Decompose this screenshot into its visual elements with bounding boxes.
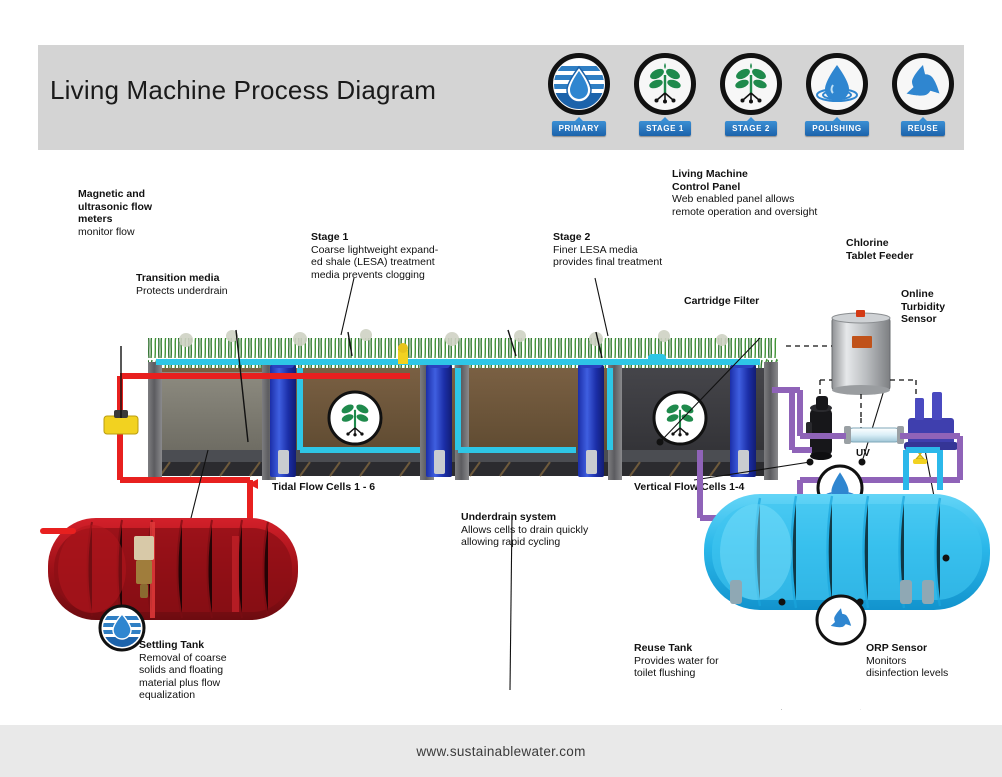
reuse-tank[interactable] bbox=[704, 447, 990, 610]
vertical-cells-label: Vertical Flow Cells 1-4 bbox=[634, 481, 744, 493]
header-band: Living Machine Process Diagram bbox=[38, 45, 964, 150]
stage-badge-label: REUSE bbox=[900, 117, 946, 136]
annotation-underdrain: Underdrain system Allows cells to drain … bbox=[461, 511, 641, 549]
footer-bar: www.sustainablewater.com bbox=[0, 725, 1002, 777]
tidal-cells-label: Tidal Flow Cells 1 - 6 bbox=[272, 481, 375, 493]
stage-badge-primary[interactable]: PRIMARY bbox=[548, 53, 610, 136]
water-drop-stripes-icon bbox=[548, 53, 610, 115]
chlorine-tablet-feeder[interactable] bbox=[904, 392, 958, 450]
tank-inlet-stub bbox=[40, 528, 76, 534]
stage-badge-label: PRIMARY bbox=[551, 117, 607, 136]
annotation-title: Stage 2 bbox=[553, 231, 591, 243]
annotation-title: Reuse Tank bbox=[634, 642, 693, 654]
stage-badge-stage1[interactable]: STAGE 1 bbox=[634, 53, 696, 136]
green-plant-icon bbox=[720, 53, 782, 115]
annotation-desc: Protects underdrain bbox=[136, 284, 228, 297]
settling-tank-badge bbox=[98, 604, 146, 652]
uv-label: UV bbox=[856, 448, 870, 459]
panel-indicator-light bbox=[856, 310, 865, 317]
reuse-tank-badge bbox=[815, 594, 867, 646]
leader-endpoint-dots bbox=[656, 438, 950, 606]
stage-badge-label: STAGE 2 bbox=[725, 117, 777, 136]
settling-tank-filter-element bbox=[134, 536, 154, 598]
control-panel-cabinet[interactable] bbox=[831, 310, 891, 395]
tank-vent-piping bbox=[903, 447, 943, 490]
annotation-title: Cartridge Filter bbox=[684, 295, 760, 307]
water-drop-ripple-icon bbox=[806, 53, 868, 115]
stage-badge-reuse[interactable]: REUSE bbox=[892, 53, 954, 136]
sensor-probe-lines bbox=[120, 329, 603, 443]
annotation-title: Stage 1 bbox=[311, 231, 349, 243]
process-stage-badges: PRIMARY bbox=[548, 53, 954, 136]
annotation-cartridge-filter: Cartridge Filter bbox=[684, 295, 814, 308]
annotation-transition-media: Transition media Protects underdrain bbox=[136, 272, 286, 297]
uv-disinfection-unit[interactable] bbox=[844, 426, 904, 444]
air-valve-icon bbox=[398, 350, 408, 364]
settling-tank[interactable] bbox=[40, 518, 298, 620]
lesa-media-stage1 bbox=[160, 372, 270, 454]
panel-display bbox=[852, 336, 872, 348]
annotation-desc: monitor flow bbox=[78, 225, 135, 238]
flow-meter-device[interactable] bbox=[103, 410, 139, 435]
recycle-drops-icon bbox=[892, 53, 954, 115]
green-plant-icon bbox=[634, 53, 696, 115]
annotation-desc: Coarse lightweight expand-ed shale (LESA… bbox=[311, 243, 439, 281]
annotation-title: Underdrain system bbox=[461, 511, 557, 523]
footer-url: www.sustainablewater.com bbox=[416, 743, 586, 759]
stage-badge-polishing[interactable]: POLISHING bbox=[805, 53, 869, 136]
stage-badge-label: STAGE 1 bbox=[639, 117, 691, 136]
stage1-cell-badge bbox=[327, 390, 383, 446]
annotation-title: Transition media bbox=[136, 272, 220, 284]
stage-badge-stage2[interactable]: STAGE 2 bbox=[720, 53, 782, 136]
process-diagram-scene: Tidal Flow Cells 1 - 6 Vertical Flow Cel… bbox=[40, 277, 990, 710]
annotation-stage1: Stage 1 Coarse lightweight expand-ed sha… bbox=[311, 231, 471, 281]
flow-arrow-icon bbox=[248, 479, 258, 489]
stage2-cell-badge bbox=[652, 390, 708, 446]
stage-badge-label: POLISHING bbox=[805, 117, 869, 136]
inline-valve bbox=[648, 354, 666, 364]
treatment-cells-basin bbox=[103, 329, 778, 522]
cartridge-filter-vessel[interactable] bbox=[806, 396, 832, 460]
page-title: Living Machine Process Diagram bbox=[50, 75, 437, 105]
tank-outlet-fittings bbox=[730, 580, 934, 604]
annotation-title: Settling Tank bbox=[139, 639, 205, 651]
annotation-title: ORP Sensor bbox=[866, 642, 928, 654]
